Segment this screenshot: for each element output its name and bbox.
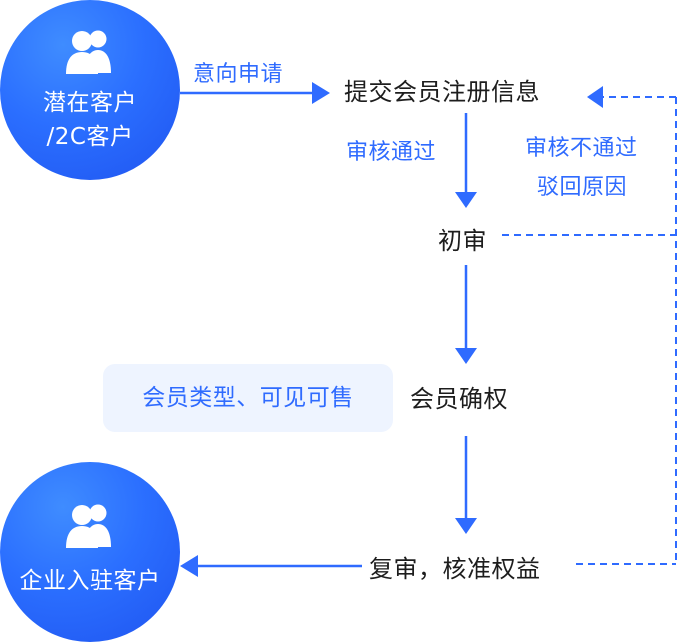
edge-label-review-fail: 审核不通过	[525, 136, 638, 161]
users-icon	[61, 28, 119, 78]
users-icon	[61, 502, 119, 552]
note-text: 会员类型、可见可售	[142, 385, 354, 411]
node-second-review: 复审，核准权益	[369, 555, 541, 583]
actor-enterprise-customer: 企业入驻客户	[0, 462, 180, 642]
edge-label-review-pass: 审核通过	[346, 140, 437, 165]
actor-top-label-line2: /2C客户	[46, 124, 134, 150]
arrow-second-review-to-bottom-actor	[180, 555, 362, 577]
actor-top-label: 潜在客户 /2C客户	[0, 86, 180, 154]
edge-label-intent-apply: 意向申请	[193, 62, 284, 87]
node-first-review: 初审	[438, 227, 487, 255]
note-member-type: 会员类型、可见可售	[103, 364, 393, 432]
node-submit-registration: 提交会员注册信息	[344, 78, 540, 106]
arrow-submit-to-first-review	[455, 113, 477, 208]
node-member-confirm: 会员确权	[410, 385, 508, 413]
edge-label-reject-reason: 驳回原因	[537, 175, 628, 200]
actor-potential-customer: 潜在客户 /2C客户	[0, 0, 180, 180]
arrow-first-review-to-member-confirm	[455, 265, 477, 364]
arrow-member-confirm-to-second-review	[455, 436, 477, 534]
actor-bottom-label: 企业入驻客户	[19, 568, 161, 594]
actor-top-label-line1: 潜在客户	[43, 90, 137, 116]
